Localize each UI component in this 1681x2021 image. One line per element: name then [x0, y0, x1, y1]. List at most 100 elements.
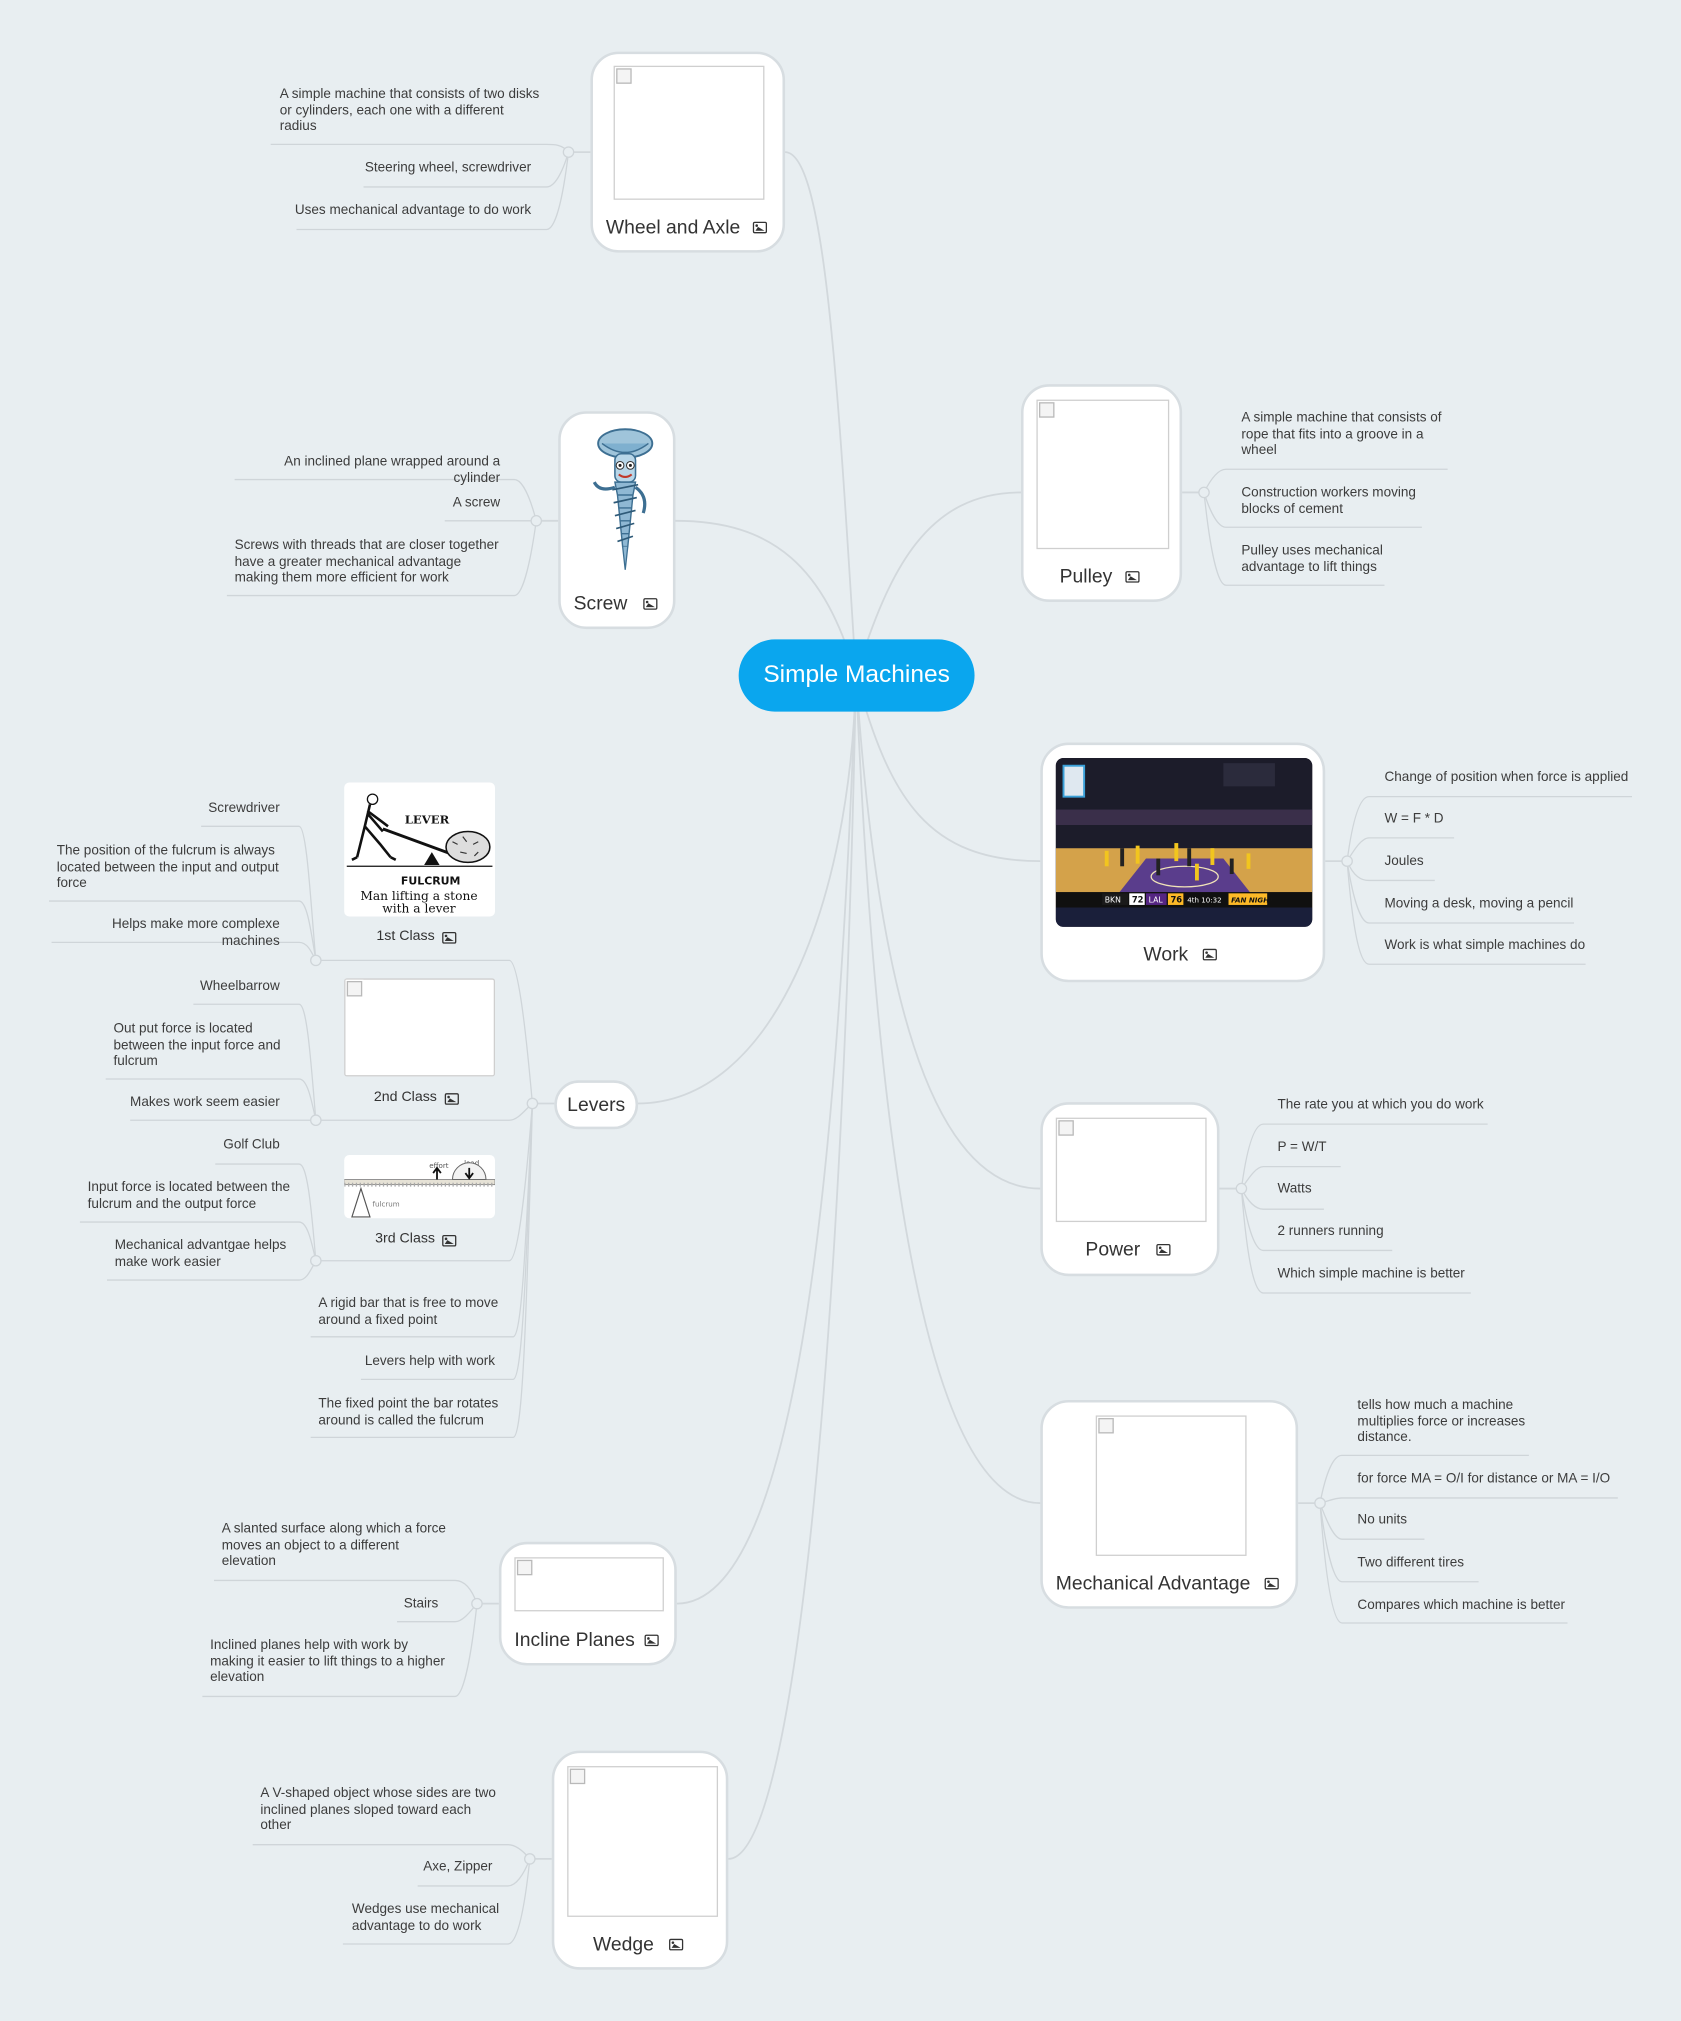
leaf-screw-advantage[interactable]: Screws with threads that are closer toge…: [234, 537, 499, 586]
central-topic-label: Simple Machines: [763, 661, 950, 689]
leaf-levers-help[interactable]: Levers help with work: [364, 1353, 496, 1370]
game-clock: 4th 10:32: [1187, 895, 1221, 904]
topic-power[interactable]: Power: [1040, 1102, 1220, 1277]
broken-image-placeholder: [1095, 1415, 1247, 1556]
leaf-ma-units[interactable]: No units: [1357, 1512, 1408, 1528]
image-icon[interactable]: [1202, 948, 1217, 961]
image-icon[interactable]: [442, 932, 457, 944]
broken-image-placeholder: [613, 65, 765, 200]
subtopic-2nd-class[interactable]: 2nd Class: [373, 1089, 437, 1105]
leaf-work-unit[interactable]: Joules: [1384, 853, 1424, 869]
leaf-work-example[interactable]: Moving a desk, moving a pencil: [1384, 895, 1574, 912]
image-icon[interactable]: [444, 1093, 459, 1105]
leaf-work-definition[interactable]: Change of position when force is applied: [1384, 769, 1629, 786]
leaf-screw-example[interactable]: A screw: [452, 495, 501, 511]
topic-wheel-and-axle[interactable]: Wheel and Axle: [590, 51, 786, 253]
broken-image-placeholder: [514, 1557, 664, 1612]
image-icon[interactable]: [643, 598, 658, 610]
image-icon[interactable]: [1264, 1577, 1279, 1590]
broken-image-placeholder: [1036, 399, 1170, 550]
leaf-pulley-example[interactable]: Construction workers moving blocks of ce…: [1241, 484, 1416, 517]
leaf-power-comparison[interactable]: Which simple machine is better: [1277, 1265, 1465, 1282]
leaf-3rd-class-position[interactable]: Input force is located between the fulcr…: [87, 1179, 291, 1212]
leaf-pulley-advantage[interactable]: Pulley uses mechanical advantage to lift…: [1241, 542, 1383, 575]
leaf-wheel-axle-example[interactable]: Steering wheel, screwdriver: [364, 159, 532, 176]
topic-screw[interactable]: Screw: [558, 411, 676, 630]
leaf-ma-comparison[interactable]: Compares which machine is better: [1357, 1597, 1566, 1613]
leaf-power-unit[interactable]: Watts: [1277, 1180, 1312, 1197]
subtopic-3rd-class[interactable]: 3rd Class: [375, 1231, 436, 1247]
image-caption-line2: with a lever: [382, 902, 456, 916]
leaf-3rd-class-example[interactable]: Golf Club: [223, 1136, 280, 1153]
leaf-wheel-axle-purpose[interactable]: Uses mechanical advantage to do work: [294, 202, 532, 218]
image-icon[interactable]: [644, 1634, 659, 1647]
broken-image-placeholder: [567, 1766, 719, 1917]
topic-title: Work: [1143, 943, 1189, 966]
subtopic-1st-class[interactable]: 1st Class: [376, 928, 435, 944]
leaf-levers-definition[interactable]: A rigid bar that is free to move around …: [318, 1295, 499, 1328]
topic-mechanical-advantage[interactable]: Mechanical Advantage: [1040, 1399, 1299, 1609]
leaf-ma-example[interactable]: Two different tires: [1357, 1554, 1465, 1571]
topic-title: Power: [1085, 1238, 1141, 1261]
topic-title: Wheel and Axle: [605, 216, 741, 239]
promo-banner: FAN NIGHT: [1231, 895, 1275, 904]
central-topic[interactable]: Simple Machines: [738, 639, 975, 712]
topic-title: Mechanical Advantage: [1055, 1572, 1251, 1595]
image-icon[interactable]: [669, 1938, 684, 1951]
leaf-work-formula[interactable]: W = F * D: [1384, 810, 1444, 827]
topic-work[interactable]: BKN 72 LAL 76 4th 10:32 FAN NIGHT Work: [1040, 742, 1326, 983]
leaf-2nd-class-position[interactable]: Out put force is located between the inp…: [113, 1020, 281, 1069]
leaf-1st-class-fulcrum[interactable]: The position of the fulcrum is always lo…: [56, 843, 279, 891]
leaf-ma-definition[interactable]: tells how much a machine multiplies forc…: [1357, 1397, 1526, 1446]
image-icon[interactable]: [752, 221, 768, 234]
leaf-incline-help[interactable]: Inclined planes help with work by making…: [210, 1637, 445, 1685]
score-away: 72: [1132, 894, 1144, 904]
topic-title: Levers: [567, 1093, 626, 1116]
leaf-levers-fulcrum[interactable]: The fixed point the bar rotates around i…: [318, 1396, 499, 1428]
topic-pulley[interactable]: Pulley: [1020, 384, 1183, 603]
topic-title: Pulley: [1059, 565, 1113, 588]
leaf-ma-formula[interactable]: for force MA = O/I for distance or MA = …: [1357, 1470, 1611, 1487]
leaf-wheel-axle-definition[interactable]: A simple machine that consists of two di…: [279, 86, 540, 135]
basketball-game-image: BKN 72 LAL 76 4th 10:32 FAN NIGHT: [1055, 757, 1313, 927]
leaf-1st-class-example[interactable]: Screwdriver: [208, 800, 280, 817]
topic-levers[interactable]: Levers: [554, 1080, 639, 1130]
topic-title: Wedge: [592, 1933, 654, 1956]
topic-title: Screw: [573, 592, 628, 615]
leaf-pulley-definition[interactable]: A simple machine that consists of rope t…: [1241, 409, 1442, 458]
leaf-power-definition[interactable]: The rate you at which you do work: [1277, 1097, 1484, 1113]
leaf-screw-definition[interactable]: An inclined plane wrapped around a cylin…: [284, 453, 501, 486]
topic-wedge[interactable]: Wedge: [551, 1750, 729, 1970]
cartoon-screw-image: [592, 428, 654, 570]
image-label-lever: LEVER: [405, 813, 450, 827]
broken-image-placeholder: [344, 978, 496, 1077]
broken-image-placeholder: [1055, 1117, 1207, 1223]
leaf-2nd-class-easier[interactable]: Makes work seem easier: [130, 1094, 280, 1110]
leaf-wedge-example[interactable]: Axe, Zipper: [423, 1858, 493, 1875]
third-class-lever-image: fulcrum effort load: [344, 1155, 496, 1219]
image-icon[interactable]: [1156, 1243, 1171, 1256]
leaf-3rd-class-advantage[interactable]: Mechanical advantgae helps make work eas…: [114, 1237, 287, 1270]
leaf-wedge-definition[interactable]: A V-shaped object whose sides are two in…: [260, 1785, 496, 1834]
leaf-incline-definition[interactable]: A slanted surface along which a force mo…: [221, 1521, 446, 1569]
image-icon[interactable]: [442, 1234, 457, 1247]
leaf-work-purpose[interactable]: Work is what simple machines do: [1384, 937, 1586, 953]
topic-title: Incline Planes: [514, 1629, 635, 1652]
score-team-away: BKN: [1105, 895, 1121, 904]
leaf-2nd-class-example[interactable]: Wheelbarrow: [199, 978, 280, 994]
topic-incline-planes[interactable]: Incline Planes: [498, 1541, 677, 1666]
score-team-home: LAL: [1149, 895, 1164, 904]
leaf-incline-example[interactable]: Stairs: [403, 1595, 439, 1612]
image-label-fulcrum: FULCRUM: [401, 874, 461, 887]
image-icon[interactable]: [1125, 571, 1140, 583]
leaf-wedge-advantage[interactable]: Wedges use mechanical advantage to do wo…: [351, 1901, 500, 1934]
image-caption-line1: Man lifting a stone: [360, 889, 477, 903]
score-home: 76: [1171, 894, 1183, 904]
lever-illustration-image: LEVER FULCRUM Man lifting a stone with a…: [344, 782, 496, 917]
leaf-1st-class-complex[interactable]: Helps make more complexe machines: [111, 916, 280, 949]
leaf-power-example[interactable]: 2 runners running: [1277, 1223, 1384, 1239]
leaf-power-formula[interactable]: P = W/T: [1277, 1139, 1327, 1156]
image-label-effort: effort: [429, 1161, 448, 1170]
